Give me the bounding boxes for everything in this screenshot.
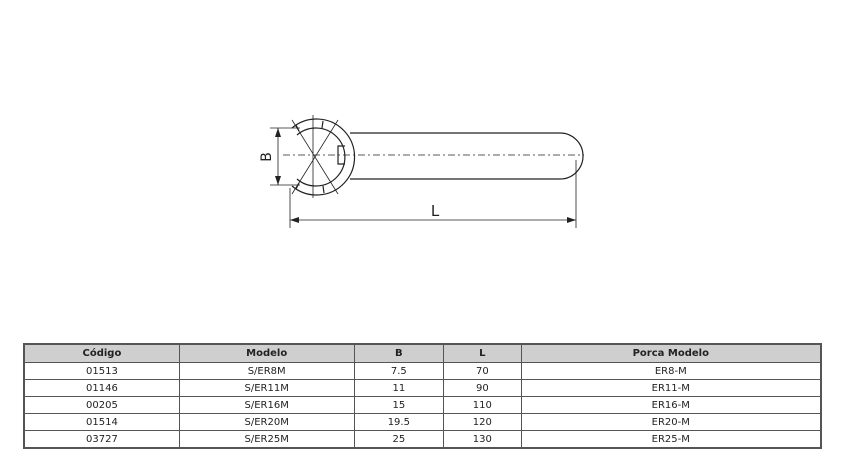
cell-b: 19.5 <box>353 413 445 431</box>
cell-b: 25 <box>353 430 445 449</box>
cell-modelo: S/ER8M <box>178 362 355 380</box>
wrench-head-inner <box>296 127 346 187</box>
cell-modelo: S/ER25M <box>178 430 355 449</box>
cell-l: 120 <box>443 413 522 431</box>
cell-codigo: 01146 <box>23 379 180 397</box>
cell-l: 130 <box>443 430 522 449</box>
cell-codigo: 00205 <box>23 396 180 414</box>
cell-l: 110 <box>443 396 522 414</box>
cell-codigo: 01513 <box>23 362 180 380</box>
cell-porca-modelo: ER8-M <box>520 362 822 380</box>
header-l: L <box>443 343 522 363</box>
header-codigo: Código <box>23 343 180 363</box>
cell-codigo: 01514 <box>23 413 180 431</box>
table-header-row: Código Modelo B L Porca Modelo <box>23 343 822 363</box>
dimension-label-b: B <box>259 152 275 162</box>
cell-porca-modelo: ER25-M <box>520 430 822 449</box>
cell-codigo: 03727 <box>23 430 180 449</box>
wrench-head-outer <box>291 118 356 196</box>
cell-b: 15 <box>353 396 445 414</box>
wrench-handle <box>350 132 584 180</box>
cell-modelo: S/ER20M <box>178 413 355 431</box>
header-modelo: Modelo <box>178 343 355 363</box>
header-porca-modelo: Porca Modelo <box>520 343 822 363</box>
cell-porca-modelo: ER11-M <box>520 379 822 397</box>
cell-modelo: S/ER16M <box>178 396 355 414</box>
cell-l: 90 <box>443 379 522 397</box>
cell-b: 11 <box>353 379 445 397</box>
cell-b: 7.5 <box>353 362 445 380</box>
cell-porca-modelo: ER20-M <box>520 413 822 431</box>
header-b: B <box>353 343 445 363</box>
wrench-technical-drawing: B L <box>259 115 584 228</box>
dimension-label-l: L <box>431 202 440 220</box>
cell-l: 70 <box>443 362 522 380</box>
cell-modelo: S/ER11M <box>178 379 355 397</box>
cell-porca-modelo: ER16-M <box>520 396 822 414</box>
